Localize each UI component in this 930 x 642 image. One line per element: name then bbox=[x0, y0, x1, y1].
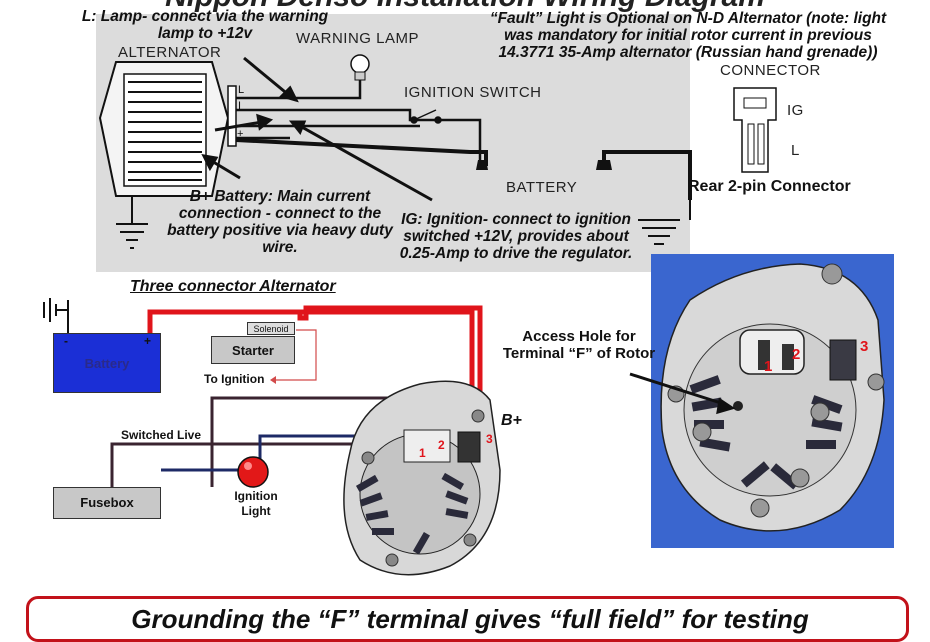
alt-terminal-plus: + bbox=[237, 128, 244, 140]
schematic-alternator bbox=[98, 61, 237, 197]
alt-terminal-i: I bbox=[238, 100, 242, 112]
starter-label: Starter bbox=[232, 343, 274, 358]
photo-terminal-2: 2 bbox=[792, 346, 801, 363]
ignition-light bbox=[237, 456, 269, 488]
label-ig: IG bbox=[787, 102, 804, 119]
photo-terminal-3: 3 bbox=[860, 338, 869, 355]
label-l: L bbox=[791, 142, 800, 159]
annotation-arrows bbox=[201, 56, 433, 202]
solenoid-box: Solenoid bbox=[247, 322, 295, 335]
fusebox-box: Fusebox bbox=[53, 487, 161, 519]
page-title: Nippon Denso Installation Wiring Diagram bbox=[0, 0, 930, 14]
label-warning-lamp: WARNING LAMP bbox=[296, 30, 419, 47]
battery-plus-note: B+ Battery: Main current connection - co… bbox=[167, 188, 393, 256]
rear-connector-caption: Rear 2-pin Connector bbox=[688, 178, 851, 195]
photo-terminal-1: 1 bbox=[764, 358, 773, 375]
b-plus-label: B+ bbox=[501, 412, 522, 429]
label-ignition-switch: IGNITION SWITCH bbox=[404, 84, 542, 101]
label-battery: BATTERY bbox=[506, 179, 578, 196]
ground-symbol-alternator bbox=[116, 196, 148, 249]
lower-terminal-2: 2 bbox=[438, 438, 445, 452]
solenoid-label: Solenoid bbox=[253, 324, 289, 334]
battery-label: Battery bbox=[84, 356, 130, 371]
label-alternator: ALTERNATOR bbox=[118, 44, 222, 61]
access-hole-note: Access Hole for Terminal “F” of Rotor bbox=[502, 328, 656, 362]
battery-box: Battery bbox=[53, 333, 161, 393]
wiring-diagram bbox=[43, 54, 894, 576]
ground-symbol-battery bbox=[638, 200, 691, 245]
battery-minus: - bbox=[64, 334, 68, 348]
battery-plus: + bbox=[144, 334, 152, 348]
photo-alternator bbox=[651, 254, 894, 548]
schematic-wires bbox=[236, 80, 482, 160]
ground-symbol-lower bbox=[43, 298, 69, 333]
switched-live-label: Switched Live bbox=[121, 428, 202, 442]
lamp-note: L: Lamp- connect via the warning lamp to… bbox=[81, 8, 329, 42]
lower-alternator-illustration bbox=[343, 380, 501, 576]
alt-terminal-l: L bbox=[238, 84, 245, 96]
ignition-switch-symbol bbox=[410, 109, 442, 124]
fault-light-note: “Fault” Light is Optional on N-D Alterna… bbox=[489, 10, 887, 61]
starter-box: Starter bbox=[211, 336, 295, 364]
to-ignition-label: To Ignition bbox=[204, 372, 265, 386]
fusebox-label: Fusebox bbox=[80, 495, 134, 510]
ignition-note: IG: Ignition- connect to ignition switch… bbox=[399, 211, 633, 262]
warning-lamp-symbol bbox=[350, 54, 370, 81]
ignition-light-label: Ignition Light bbox=[234, 489, 278, 518]
three-connector-heading: Three connector Alternator bbox=[130, 278, 336, 295]
rear-connector-symbol bbox=[733, 87, 777, 173]
lower-terminal-3: 3 bbox=[486, 432, 493, 446]
lower-terminal-1: 1 bbox=[419, 446, 426, 460]
label-connector: CONNECTOR bbox=[720, 62, 821, 79]
